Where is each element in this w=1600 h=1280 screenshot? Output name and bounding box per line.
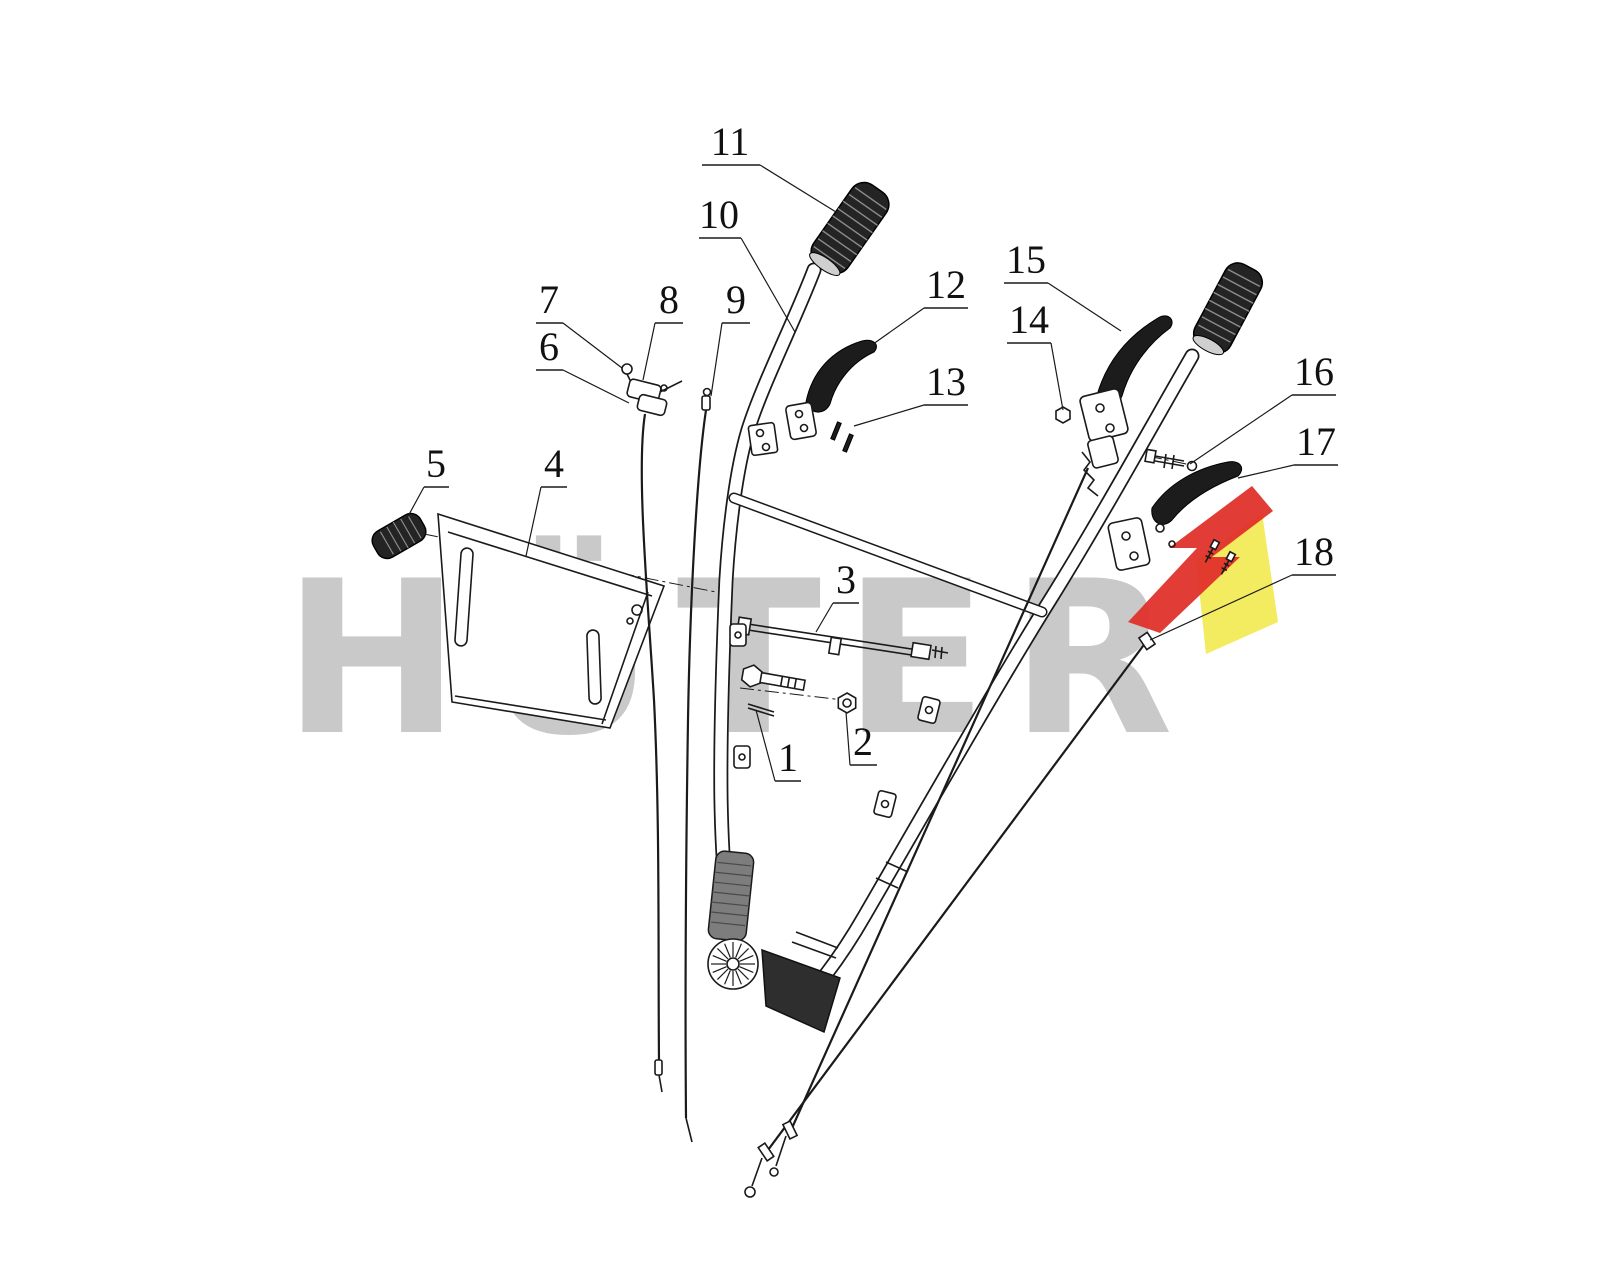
callout-8: 8 xyxy=(642,277,683,381)
callout-number-14: 14 xyxy=(1009,297,1049,342)
logo-red-shape xyxy=(1128,486,1273,633)
callout-leader-12 xyxy=(868,307,925,348)
callout-number-17: 17 xyxy=(1296,419,1336,464)
throttle-cable xyxy=(640,413,663,1093)
callout-leader-1 xyxy=(755,709,776,782)
callout-leader-17 xyxy=(1237,464,1295,479)
lock-nut xyxy=(837,692,857,714)
shift-grip-knob xyxy=(371,512,427,560)
callout-leader-13 xyxy=(853,404,925,427)
callout-18: 18 xyxy=(1149,529,1336,641)
lever-bolt xyxy=(1144,448,1198,472)
callout-11: 11 xyxy=(702,119,837,213)
callout-6: 6 xyxy=(536,324,630,404)
right-handle-grip xyxy=(1192,262,1264,356)
callout-number-6: 6 xyxy=(539,324,559,369)
construction-lines xyxy=(423,455,1197,702)
callout-leader-8 xyxy=(642,322,656,381)
callout-14: 14 xyxy=(1007,297,1064,411)
long-control-cables xyxy=(744,467,1157,1198)
callout-leader-3 xyxy=(815,602,834,633)
right-handlebar-tube xyxy=(786,348,1200,1018)
clutch-cable xyxy=(684,387,712,1143)
callout-7: 7 xyxy=(536,277,623,369)
callout-leader-18 xyxy=(1149,574,1293,641)
throttle-clamp-assembly xyxy=(621,363,683,417)
control-panel xyxy=(437,512,666,729)
callout-leader-16 xyxy=(1189,394,1293,465)
lever-pins xyxy=(830,421,854,453)
callout-number-7: 7 xyxy=(539,277,559,322)
callout-leader-6 xyxy=(562,369,630,404)
callout-number-16: 16 xyxy=(1294,349,1334,394)
callout-9: 9 xyxy=(710,277,750,397)
callout-number-11: 11 xyxy=(711,119,750,164)
callout-17: 17 xyxy=(1237,419,1338,479)
brand-logo-shapes xyxy=(1128,486,1278,654)
left-control-lever xyxy=(785,339,877,441)
callout-number-10: 10 xyxy=(699,192,739,237)
callout-12: 12 xyxy=(868,262,968,348)
right-tube-base-wedge xyxy=(761,931,841,1034)
callout-10: 10 xyxy=(699,192,796,333)
handlebar-base-knuckle xyxy=(707,850,759,990)
tube-brackets xyxy=(729,421,941,818)
cross-brace-tube xyxy=(728,492,1048,618)
callout-number-12: 12 xyxy=(926,262,966,307)
callout-leader-4 xyxy=(525,486,542,557)
callout-leader-5 xyxy=(405,486,425,521)
pivot-bolt xyxy=(740,664,806,692)
callout-number-8: 8 xyxy=(659,277,679,322)
callout-leader-11 xyxy=(759,164,837,213)
callout-leader-2 xyxy=(845,711,851,766)
callout-16: 16 xyxy=(1189,349,1336,465)
callout-number-13: 13 xyxy=(926,359,966,404)
right-control-lever-assembly xyxy=(1055,315,1173,497)
callout-number-3: 3 xyxy=(836,557,856,602)
callout-15: 15 xyxy=(1004,237,1122,332)
callout-number-4: 4 xyxy=(544,441,564,486)
tie-rod xyxy=(735,616,949,661)
callout-4: 4 xyxy=(525,441,567,557)
callout-3: 3 xyxy=(815,557,859,633)
callout-1: 1 xyxy=(755,709,801,782)
lower-right-lever xyxy=(1107,461,1243,571)
callout-number-9: 9 xyxy=(726,277,746,322)
callout-number-5: 5 xyxy=(426,441,446,486)
callout-leader-14 xyxy=(1050,342,1064,411)
cotter-pin xyxy=(747,703,775,717)
callout-number-18: 18 xyxy=(1294,529,1334,574)
callout-13: 13 xyxy=(853,359,968,427)
callout-number-1: 1 xyxy=(778,735,798,780)
callout-leader-10 xyxy=(740,237,796,333)
left-handle-grip xyxy=(809,181,890,276)
callout-5: 5 xyxy=(405,441,449,521)
callout-2: 2 xyxy=(845,711,877,766)
callout-leader-15 xyxy=(1047,282,1122,332)
callout-number-2: 2 xyxy=(853,719,873,764)
left-handlebar-tube xyxy=(713,262,822,934)
callout-number-15: 15 xyxy=(1006,237,1046,282)
callout-leader-7 xyxy=(562,322,623,369)
mounting-screws xyxy=(1204,538,1237,575)
callout-leader-9 xyxy=(710,322,723,397)
